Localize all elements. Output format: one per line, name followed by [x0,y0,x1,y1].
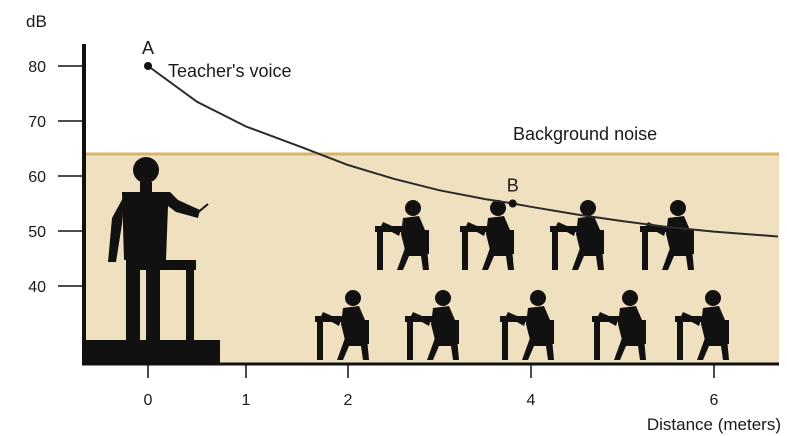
x-tick-label: 4 [527,392,536,409]
x-ticks: 0 1 2 4 6 [144,364,719,409]
y-tick-label: 60 [28,169,46,186]
teacher-voice-label: Teacher's voice [168,61,292,81]
student-silhouette [592,290,646,360]
y-ticks: 40 50 60 70 80 [28,59,84,296]
student-silhouette [375,200,429,270]
y-tick-label: 50 [28,224,46,241]
teacher-silhouette [82,157,220,364]
students-silhouettes [315,200,729,360]
y-axis-title: dB [26,12,47,31]
student-silhouette [675,290,729,360]
point-label-a: A [142,38,154,58]
teacher-voice-curve [147,65,779,238]
y-tick-label: 70 [28,114,46,131]
student-silhouette [500,290,554,360]
point-marker-a [144,62,152,70]
x-tick-label: 0 [144,392,153,409]
x-tick-label: 1 [242,392,251,409]
student-silhouette [550,200,604,270]
student-silhouette [460,200,514,270]
x-tick-label: 6 [710,392,719,409]
markers: AB [142,38,519,208]
y-tick-label: 80 [28,59,46,76]
point-label-b: B [507,176,519,196]
x-axis-title: Distance (meters) [647,415,781,434]
point-marker-b [508,199,517,208]
x-tick-label: 2 [344,392,353,409]
y-tick-label: 40 [28,279,46,296]
background-noise-label: Background noise [513,124,657,144]
student-silhouette [315,290,369,360]
student-silhouette [405,290,459,360]
